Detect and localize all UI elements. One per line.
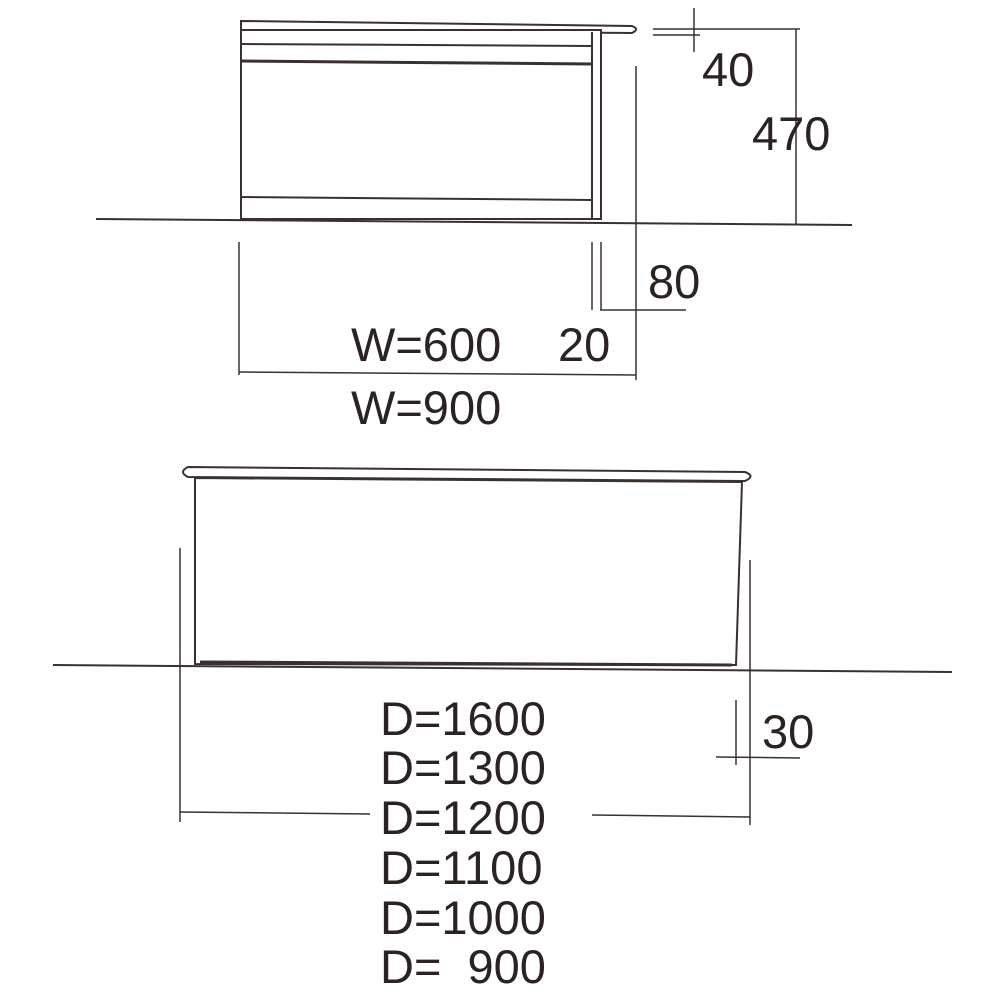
dim-depth-line-right [591, 814, 751, 818]
desk-body-front [240, 29, 602, 220]
depth-option-1600: D=1600 [380, 692, 546, 745]
floor-line [95, 218, 853, 226]
depth-option-1200: D=1200 [380, 791, 546, 844]
base-line [240, 196, 593, 201]
desk-top-edge-line [240, 43, 593, 47]
depth-option-1300: D=1300 [380, 741, 546, 794]
front-view: 40 470 80 20 W=600 W=900 [95, 8, 853, 434]
depth-option-900: D= 900 [380, 940, 546, 993]
side-body [194, 476, 744, 667]
depth-option-1100: D=1100 [380, 841, 542, 894]
side-base-line [199, 660, 733, 667]
dim-depth-line-left [179, 811, 371, 815]
drawer-line [240, 59, 593, 66]
dim-width-line [238, 371, 637, 376]
dim-470-label: 470 [752, 107, 830, 160]
side-floor-line [52, 664, 953, 673]
dim-20-label: 20 [558, 318, 610, 371]
dim-40-label: 40 [702, 43, 754, 96]
side-top-plate [182, 465, 752, 483]
depth-option-1000: D=1000 [380, 891, 546, 944]
dim-30-line [715, 756, 801, 759]
dim-30-label: 30 [762, 705, 814, 758]
side-view: 30 D=1600 D=1300 D=1200 D=1100 D=1000 D=… [52, 465, 953, 993]
width-option-900: W=900 [351, 381, 501, 434]
dim-80-label: 80 [648, 255, 700, 308]
width-option-600: W=600 [351, 318, 501, 371]
